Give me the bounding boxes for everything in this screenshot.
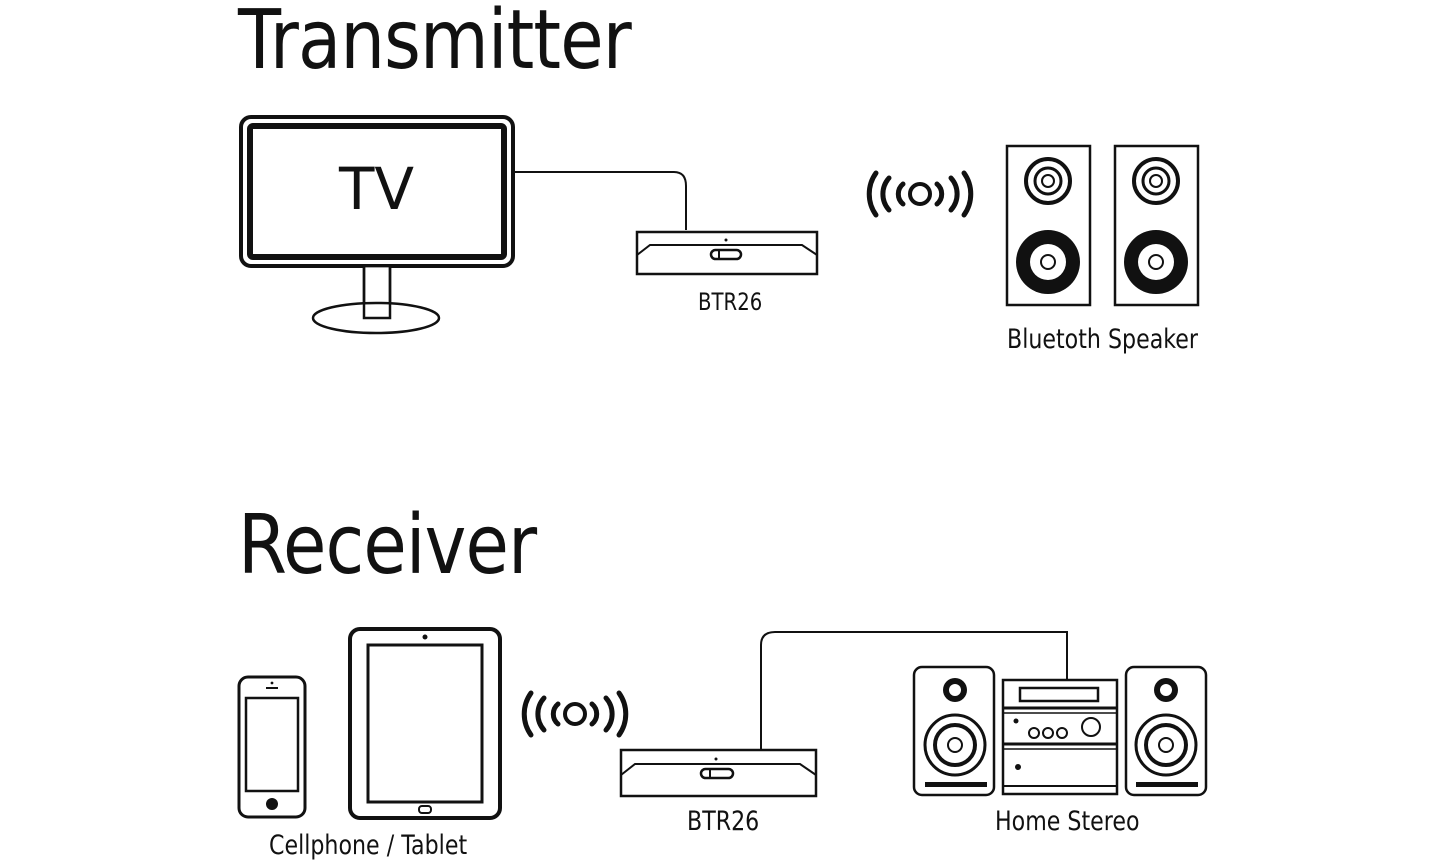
bluetooth-receiver-icon [621, 750, 816, 796]
tv-label: TV [339, 155, 415, 223]
speaker-icon [1007, 146, 1090, 305]
stereo-cable [761, 632, 1067, 750]
home-stereo-icon [914, 667, 1206, 795]
transmitter-device-label: BTR26 [698, 288, 763, 316]
tv-cable [513, 172, 686, 230]
bluetooth-transmitter-icon [637, 232, 817, 274]
speaker-label: Bluetoth Speaker [1007, 324, 1199, 355]
home-stereo-label: Home Stereo [995, 806, 1140, 837]
cellphone-icon [239, 677, 305, 817]
speaker-icon [1115, 146, 1198, 305]
receiver-heading: Receiver [238, 498, 537, 593]
cellphone-tablet-label: Cellphone / Tablet [269, 830, 468, 861]
wireless-signal-icon [524, 693, 626, 735]
transmitter-heading: Transmitter [238, 0, 632, 88]
receiver-device-label: BTR26 [687, 806, 760, 837]
wireless-signal-icon [869, 173, 971, 215]
tablet-icon [350, 629, 500, 818]
tv-icon [241, 117, 513, 333]
